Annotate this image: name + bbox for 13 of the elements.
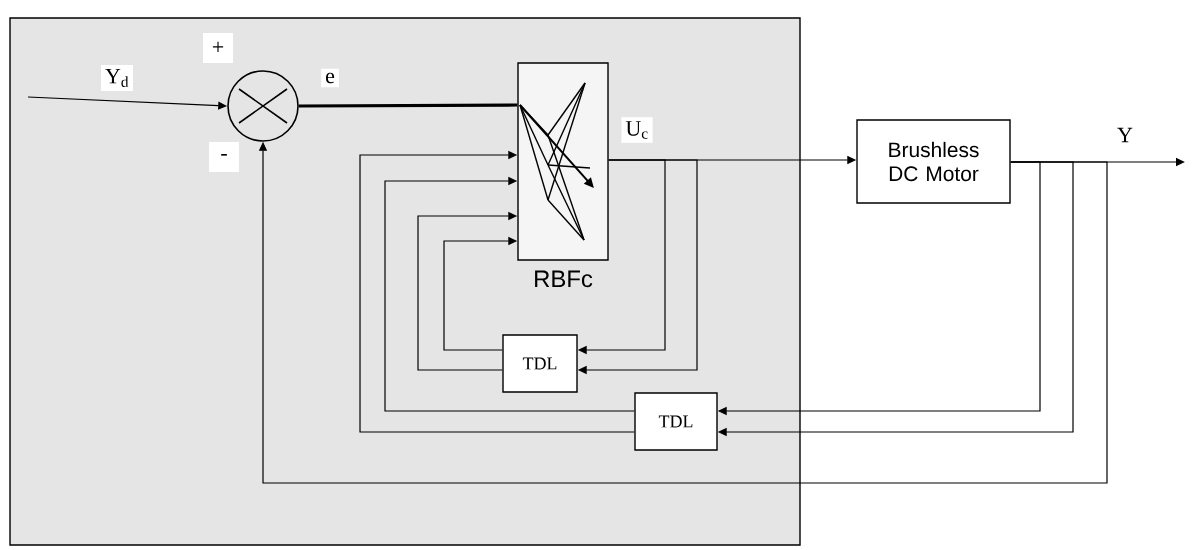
sign-label: - [209, 142, 239, 172]
block-box: Brushless DC Motor [856, 119, 1011, 204]
block-box: TDL [502, 334, 578, 393]
sign-label: + [203, 33, 233, 63]
edge-label: Y [1113, 123, 1137, 147]
edge-label: U$_{c}$ [621, 117, 653, 143]
arrow [359, 150, 635, 433]
arrow [384, 176, 635, 412]
block-box: TDL [634, 392, 718, 451]
node-label: RBFc [535, 270, 593, 288]
summing-junction [227, 70, 299, 142]
edge-label: Y$_{d}$ [101, 65, 133, 91]
controller-box: RBFc [517, 62, 609, 288]
